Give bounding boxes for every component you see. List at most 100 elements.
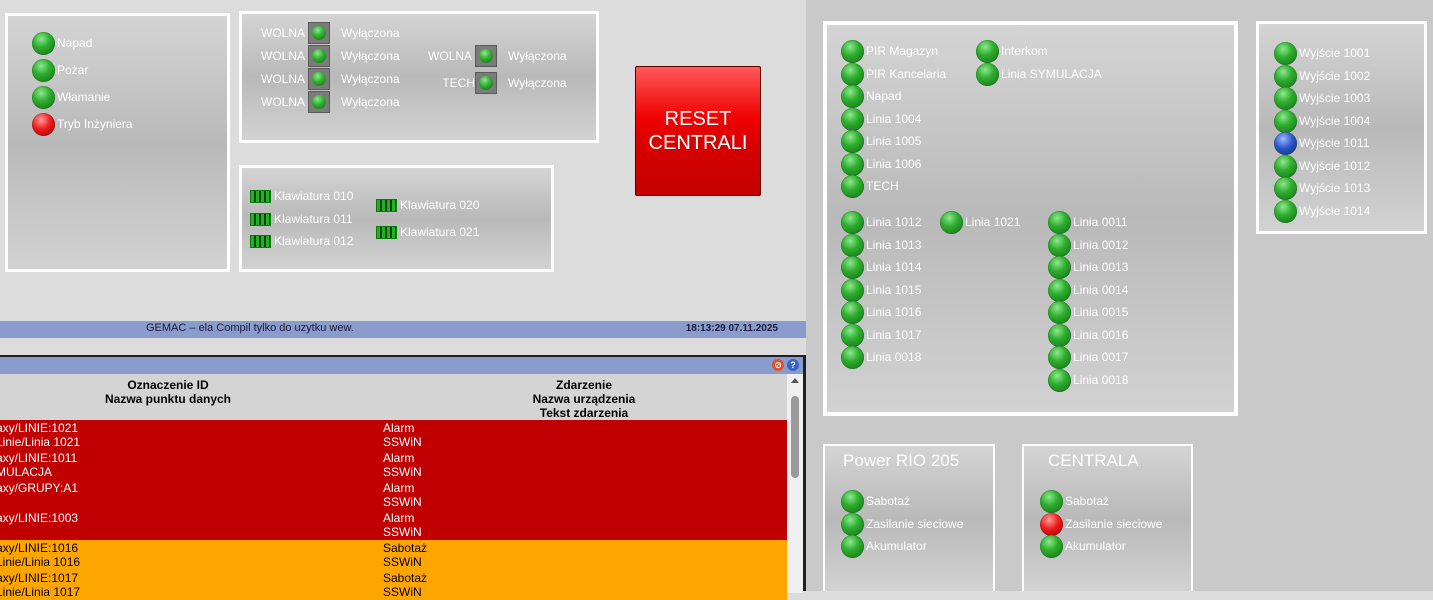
header-event-column[interactable]: Zdarzenie Nazwa urządzenia Tekst zdarzen… [384,378,784,420]
line-0018-b[interactable]: Linia 0018 [1048,368,1128,392]
centrala-battery[interactable]: Akumulator [1040,534,1126,558]
line-0016[interactable]: Linia 0016 [1048,323,1128,347]
row-point-name: Linie/Linia 1016 [0,555,81,569]
keyboard-020[interactable]: Klawiatura 020 [376,194,479,216]
header-device: Nazwa urządzenia [532,392,636,406]
alarm-type-wlamanie[interactable]: Włamanie [32,85,110,109]
keyboard-label: Klawiatura 021 [400,225,480,239]
line-0013[interactable]: Linia 0013 [1048,255,1128,279]
zone-4[interactable]: WOLNA Wyłączona [261,91,400,113]
reset-button-line2: CENTRALI [648,132,748,154]
reset-central-button[interactable]: RESET CENTRALI [635,66,761,196]
status-led-icon [841,300,864,324]
line-label: Napad [866,89,902,103]
zone-state-led-icon [475,72,497,94]
line-1016[interactable]: Linia 1016 [841,300,921,324]
line-1012[interactable]: Linia 1012 [841,210,921,234]
line-0011[interactable]: Linia 0011 [1048,210,1128,234]
line-0018-a[interactable]: Linia 0018 [841,345,921,369]
centrala-item-label: Zasilanie sieciowe [1065,517,1163,531]
line-0014[interactable]: Linia 0014 [1048,278,1128,302]
power-rio-mains[interactable]: Zasilanie sieciowe [841,512,964,536]
events-scrollbar[interactable] [787,374,803,593]
centrala-mains[interactable]: Zasilanie sieciowe [1040,512,1163,536]
line-interkom[interactable]: Interkom [976,39,1048,63]
line-1017[interactable]: Linia 1017 [841,323,922,347]
alarm-type-label: Pożar [57,63,89,77]
zone-5[interactable]: WOLNA Wyłączona [428,45,567,67]
power-rio-tamper[interactable]: Sabotaż [841,489,911,513]
clear-icon[interactable]: ⊘ [772,359,784,371]
power-rio-panel: Power RIO 205 Sabotaż Zasilanie sieciowe… [823,444,995,591]
output-1011[interactable]: Wyjście 1011 [1274,131,1369,155]
scroll-up-icon[interactable] [791,378,799,383]
alarm-type-pozar[interactable]: Pożar [32,58,89,82]
line-1004[interactable]: Linia 1004 [841,107,921,131]
status-led-icon [1048,278,1071,302]
keyboard-012[interactable]: Klawiatura 012 [250,230,353,252]
line-1005[interactable]: Linia 1005 [841,129,922,153]
output-1003[interactable]: Wyjście 1003 [1274,86,1370,110]
line-1015[interactable]: Linia 1015 [841,278,921,302]
line-pir-kancelaria[interactable]: PIR Kancelaria [841,62,946,86]
line-symulacja[interactable]: Linia SYMULACJA [976,62,1102,86]
header-event: Zdarzenie [555,378,612,392]
line-0015[interactable]: Linia 0015 [1048,300,1128,324]
row-event: Alarm [383,421,415,435]
status-led-icon [976,62,999,86]
line-1021[interactable]: Linia 1021 [940,210,1020,234]
output-1012[interactable]: Wyjście 1012 [1274,154,1370,178]
line-1013[interactable]: Linia 1013 [841,233,921,257]
output-1001[interactable]: Wyjście 1001 [1274,41,1370,65]
power-rio-item-label: Zasilanie sieciowe [866,517,964,531]
status-led-icon [841,233,864,257]
line-1006[interactable]: Linia 1006 [841,152,921,176]
zone-3[interactable]: WOLNA Wyłączona [261,68,400,90]
status-led-icon [1048,210,1071,234]
zone-state: Wyłączona [341,26,400,40]
output-1014[interactable]: Wyjście 1014 [1274,199,1370,223]
header-id-column[interactable]: Oznaczenie ID Nazwa punktu danych [0,378,336,406]
centrala-tamper[interactable]: Sabotaż [1040,489,1109,513]
zone-2[interactable]: WOLNA Wyłączona [261,45,400,67]
row-event: Sabotaż [383,541,428,555]
line-label: Linia 1017 [866,328,922,342]
line-label: Linia 1014 [866,260,922,274]
line-1014[interactable]: Linia 1014 [841,255,922,279]
alarm-type-engineer-mode[interactable]: Tryb Inżyniera [32,112,133,136]
zone-name: WOLNA [261,26,306,40]
keyboard-010[interactable]: Klawiatura 010 [250,185,353,207]
row-device: SSWiN [383,495,422,509]
status-led-icon [841,129,864,153]
power-rio-item-label: Sabotaż [866,494,911,508]
line-napad[interactable]: Napad [841,84,902,108]
keyboard-011[interactable]: Klawiatura 011 [250,208,353,230]
output-1013[interactable]: Wyjście 1013 [1274,176,1370,200]
zone-state-led-icon [475,45,497,67]
line-0017[interactable]: Linia 0017 [1048,345,1128,369]
line-tech[interactable]: TECH [841,174,899,198]
line-pir-magazyn[interactable]: PIR Magazyn [841,39,938,63]
scroll-thumb[interactable] [791,396,799,478]
zone-1[interactable]: WOLNA Wyłączona [261,22,400,44]
output-1004[interactable]: Wyjście 1004 [1274,109,1370,133]
alarm-type-napad[interactable]: Napad [32,31,92,55]
power-rio-battery[interactable]: Akumulator [841,534,927,558]
status-led-icon [841,278,864,302]
output-1002[interactable]: Wyjście 1002 [1274,64,1370,88]
row-id: axy/LINIE:1011 [0,451,78,465]
keyboard-021[interactable]: Klawiatura 021 [376,221,479,243]
line-label: Linia 1005 [866,134,922,148]
line-0012[interactable]: Linia 0012 [1048,233,1128,257]
zone-6[interactable]: TECH Wyłączona [428,72,567,94]
keyboard-label: Klawiatura 012 [274,234,354,248]
help-icon[interactable]: ? [787,359,799,371]
events-table: ⊘ ? Oznaczenie ID Nazwa punktu danych Zd… [0,355,806,600]
